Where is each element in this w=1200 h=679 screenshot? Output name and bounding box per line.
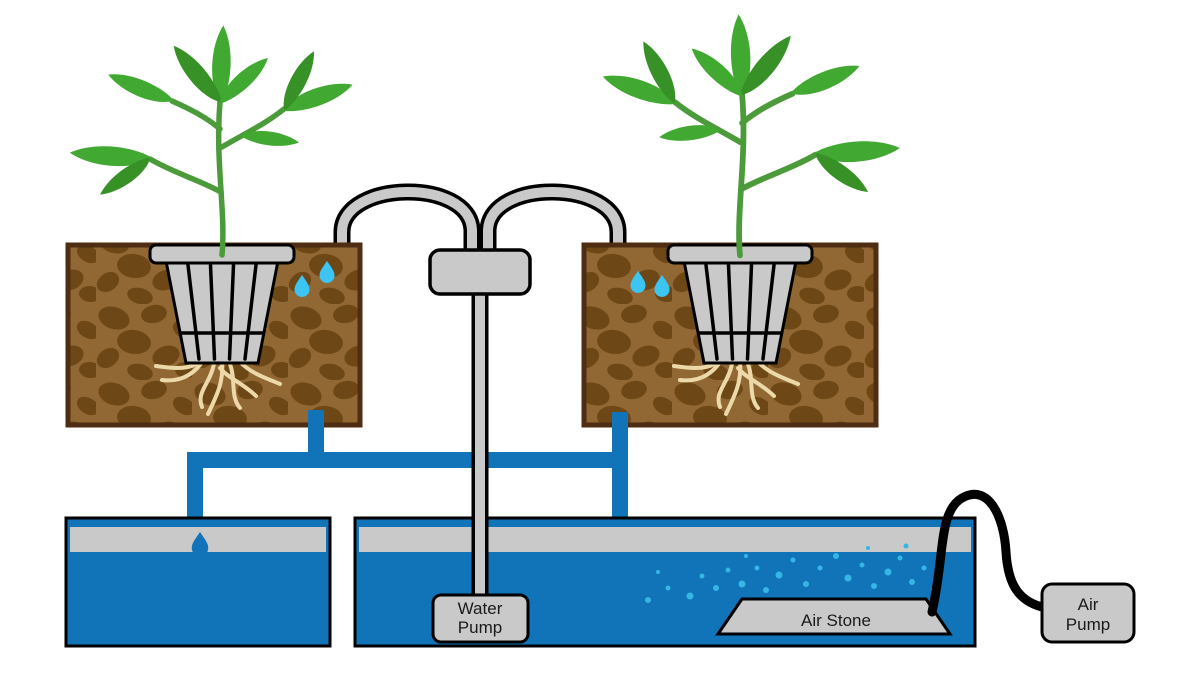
reservoir-main-band bbox=[359, 527, 971, 552]
plant-right bbox=[600, 13, 901, 255]
feed-tube-right-fill bbox=[483, 187, 623, 260]
water-pump-label-line1: Water bbox=[458, 599, 503, 618]
air-pump-label-line2: Pump bbox=[1066, 615, 1110, 634]
air-stone-label: Air Stone bbox=[801, 611, 871, 630]
plant-left bbox=[69, 25, 356, 255]
water-pump-pipe bbox=[428, 248, 532, 612]
reservoir-left bbox=[64, 516, 332, 648]
air-stone: Air Stone bbox=[715, 597, 953, 636]
water-pump-label-line2: Pump bbox=[458, 618, 502, 637]
water-pump-box bbox=[431, 593, 530, 644]
water-pump: Water Pump bbox=[431, 593, 530, 644]
air-pump: Air Pump bbox=[1040, 582, 1136, 644]
tube-manifold bbox=[428, 248, 532, 296]
drain-pipes bbox=[187, 410, 628, 526]
air-pump-box bbox=[1040, 582, 1136, 644]
feed-tube-left-fill bbox=[337, 187, 477, 260]
air-pump-label-line1: Air bbox=[1078, 595, 1099, 614]
air-stone-body bbox=[715, 597, 953, 636]
feed-tube-assembly bbox=[333, 183, 627, 260]
air-hose bbox=[927, 489, 1051, 617]
